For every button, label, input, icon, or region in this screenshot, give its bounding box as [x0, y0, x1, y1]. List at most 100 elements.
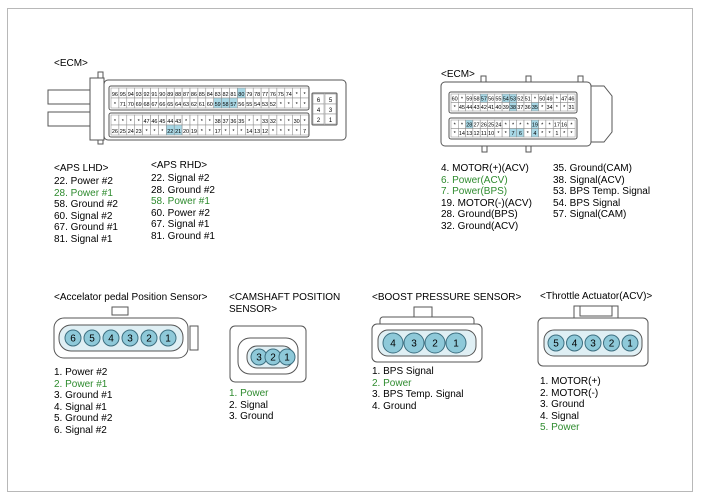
pin-label: 66 [159, 102, 165, 108]
pin-label: 3 [256, 353, 262, 364]
list-item: 7. Power(BPS) [441, 186, 508, 198]
pin-label: 26 [112, 129, 118, 135]
pin-label: 25 [120, 129, 126, 135]
pin-label: 2 [609, 339, 615, 350]
list-item: 2. Power #1 [54, 378, 108, 390]
pin-label: * [512, 123, 515, 129]
pin-label: 36 [525, 105, 531, 111]
pin-label: 26 [481, 123, 487, 129]
pin-label: * [296, 102, 299, 108]
pin-label: * [201, 119, 204, 125]
list-item: 60. Signal #2 [54, 210, 113, 222]
pin-label: 28 [466, 123, 472, 129]
pin-label: 81 [230, 92, 236, 98]
pin-label: * [114, 119, 117, 125]
pin-label: * [570, 123, 573, 129]
pin-label: * [114, 102, 117, 108]
pin-label: * [541, 131, 544, 137]
pin-1 [159, 329, 177, 347]
pin-label: 41 [488, 105, 494, 111]
pin-label: 60 [452, 97, 458, 103]
pin-label: 1 [627, 339, 633, 350]
pin-label: 46 [151, 119, 157, 125]
pin-label: 22 [167, 129, 173, 135]
pin-label: 74 [286, 92, 292, 98]
pin-4 [102, 329, 120, 347]
pin-3 [403, 332, 425, 354]
list-item: 38. Signal(ACV) [553, 174, 625, 186]
pin-label: 35 [238, 119, 244, 125]
pin-label: * [527, 131, 530, 137]
pin-label: 19 [532, 123, 538, 129]
pin-label: 2 [146, 334, 152, 345]
pin-label: * [461, 97, 464, 103]
list-item: 3. Ground [229, 411, 274, 423]
list-item: 32. Ground(ACV) [441, 220, 519, 232]
pin-label: 47 [561, 97, 567, 103]
pin-2 [424, 332, 446, 354]
pin-label: 50 [539, 97, 545, 103]
pin-label: * [303, 92, 306, 98]
pin-label: * [280, 102, 283, 108]
cam-sensor-title-1: <CAMSHAFT POSITION [229, 292, 341, 303]
acv-title: <Throttle Actuator(ACV)> [540, 291, 653, 302]
pin-3 [121, 329, 139, 347]
pin-label: 78 [254, 92, 260, 98]
pin-label: 6 [317, 98, 321, 104]
list-item: 4. Signal [540, 410, 579, 422]
pin-label: 61 [199, 102, 205, 108]
pin-1 [621, 334, 639, 352]
pin-label: 76 [270, 92, 276, 98]
list-item: 3. Ground #1 [54, 390, 113, 402]
pin-label: 4 [533, 131, 536, 137]
pin-label: 21 [175, 129, 181, 135]
list-item: 6. Signal #2 [54, 424, 107, 436]
pin-label: 56 [238, 102, 244, 108]
list-item: 19. MOTOR(-)(ACV) [441, 197, 532, 209]
pin-2 [603, 334, 620, 352]
list-item: 54. BPS Signal [553, 197, 621, 209]
pin-label: * [497, 131, 500, 137]
pin-cell [300, 97, 309, 109]
pin-label: 52 [517, 97, 523, 103]
pin-label: 87 [183, 92, 189, 98]
pin-label: 44 [167, 119, 173, 125]
pin-label: 20 [183, 129, 189, 135]
pin-label: * [248, 119, 251, 125]
pin-label: 54 [503, 97, 509, 103]
pin-label: 1 [555, 131, 558, 137]
pin-label: * [201, 129, 204, 135]
pin-label: 38 [510, 105, 516, 111]
list-item: 2. Power [372, 377, 412, 389]
pin-label: 39 [503, 105, 509, 111]
pin-label: 93 [136, 92, 142, 98]
pin-label: * [209, 119, 212, 125]
list-item: 60. Power #2 [151, 207, 210, 219]
pin-label: * [256, 119, 259, 125]
list-item: 58. Power #1 [151, 196, 210, 208]
pin-label: 24 [128, 129, 134, 135]
list-item: 5. Ground #2 [54, 413, 113, 425]
pin-label: 33 [262, 119, 268, 125]
pin-label: * [288, 102, 291, 108]
pin-label: 7 [512, 131, 515, 137]
pin-cell [567, 102, 576, 112]
pin-6 [64, 329, 82, 347]
pin-label: 31 [568, 105, 574, 111]
ecm-right-pins-a: 4. MOTOR(+)(ACV)6. Power(ACV)7. Power(BP… [441, 163, 532, 233]
list-item: 4. Ground [372, 400, 417, 412]
pin-label: * [454, 131, 457, 137]
pin-label: 5 [89, 334, 95, 345]
pin-label: * [138, 119, 141, 125]
pin-label: 5 [553, 339, 559, 350]
pin-label: 82 [222, 92, 228, 98]
pin-label: * [454, 123, 457, 129]
pin-label: * [570, 131, 573, 137]
pin-5 [547, 334, 565, 352]
pin-label: 57 [230, 102, 236, 108]
pin-label: * [541, 123, 544, 129]
